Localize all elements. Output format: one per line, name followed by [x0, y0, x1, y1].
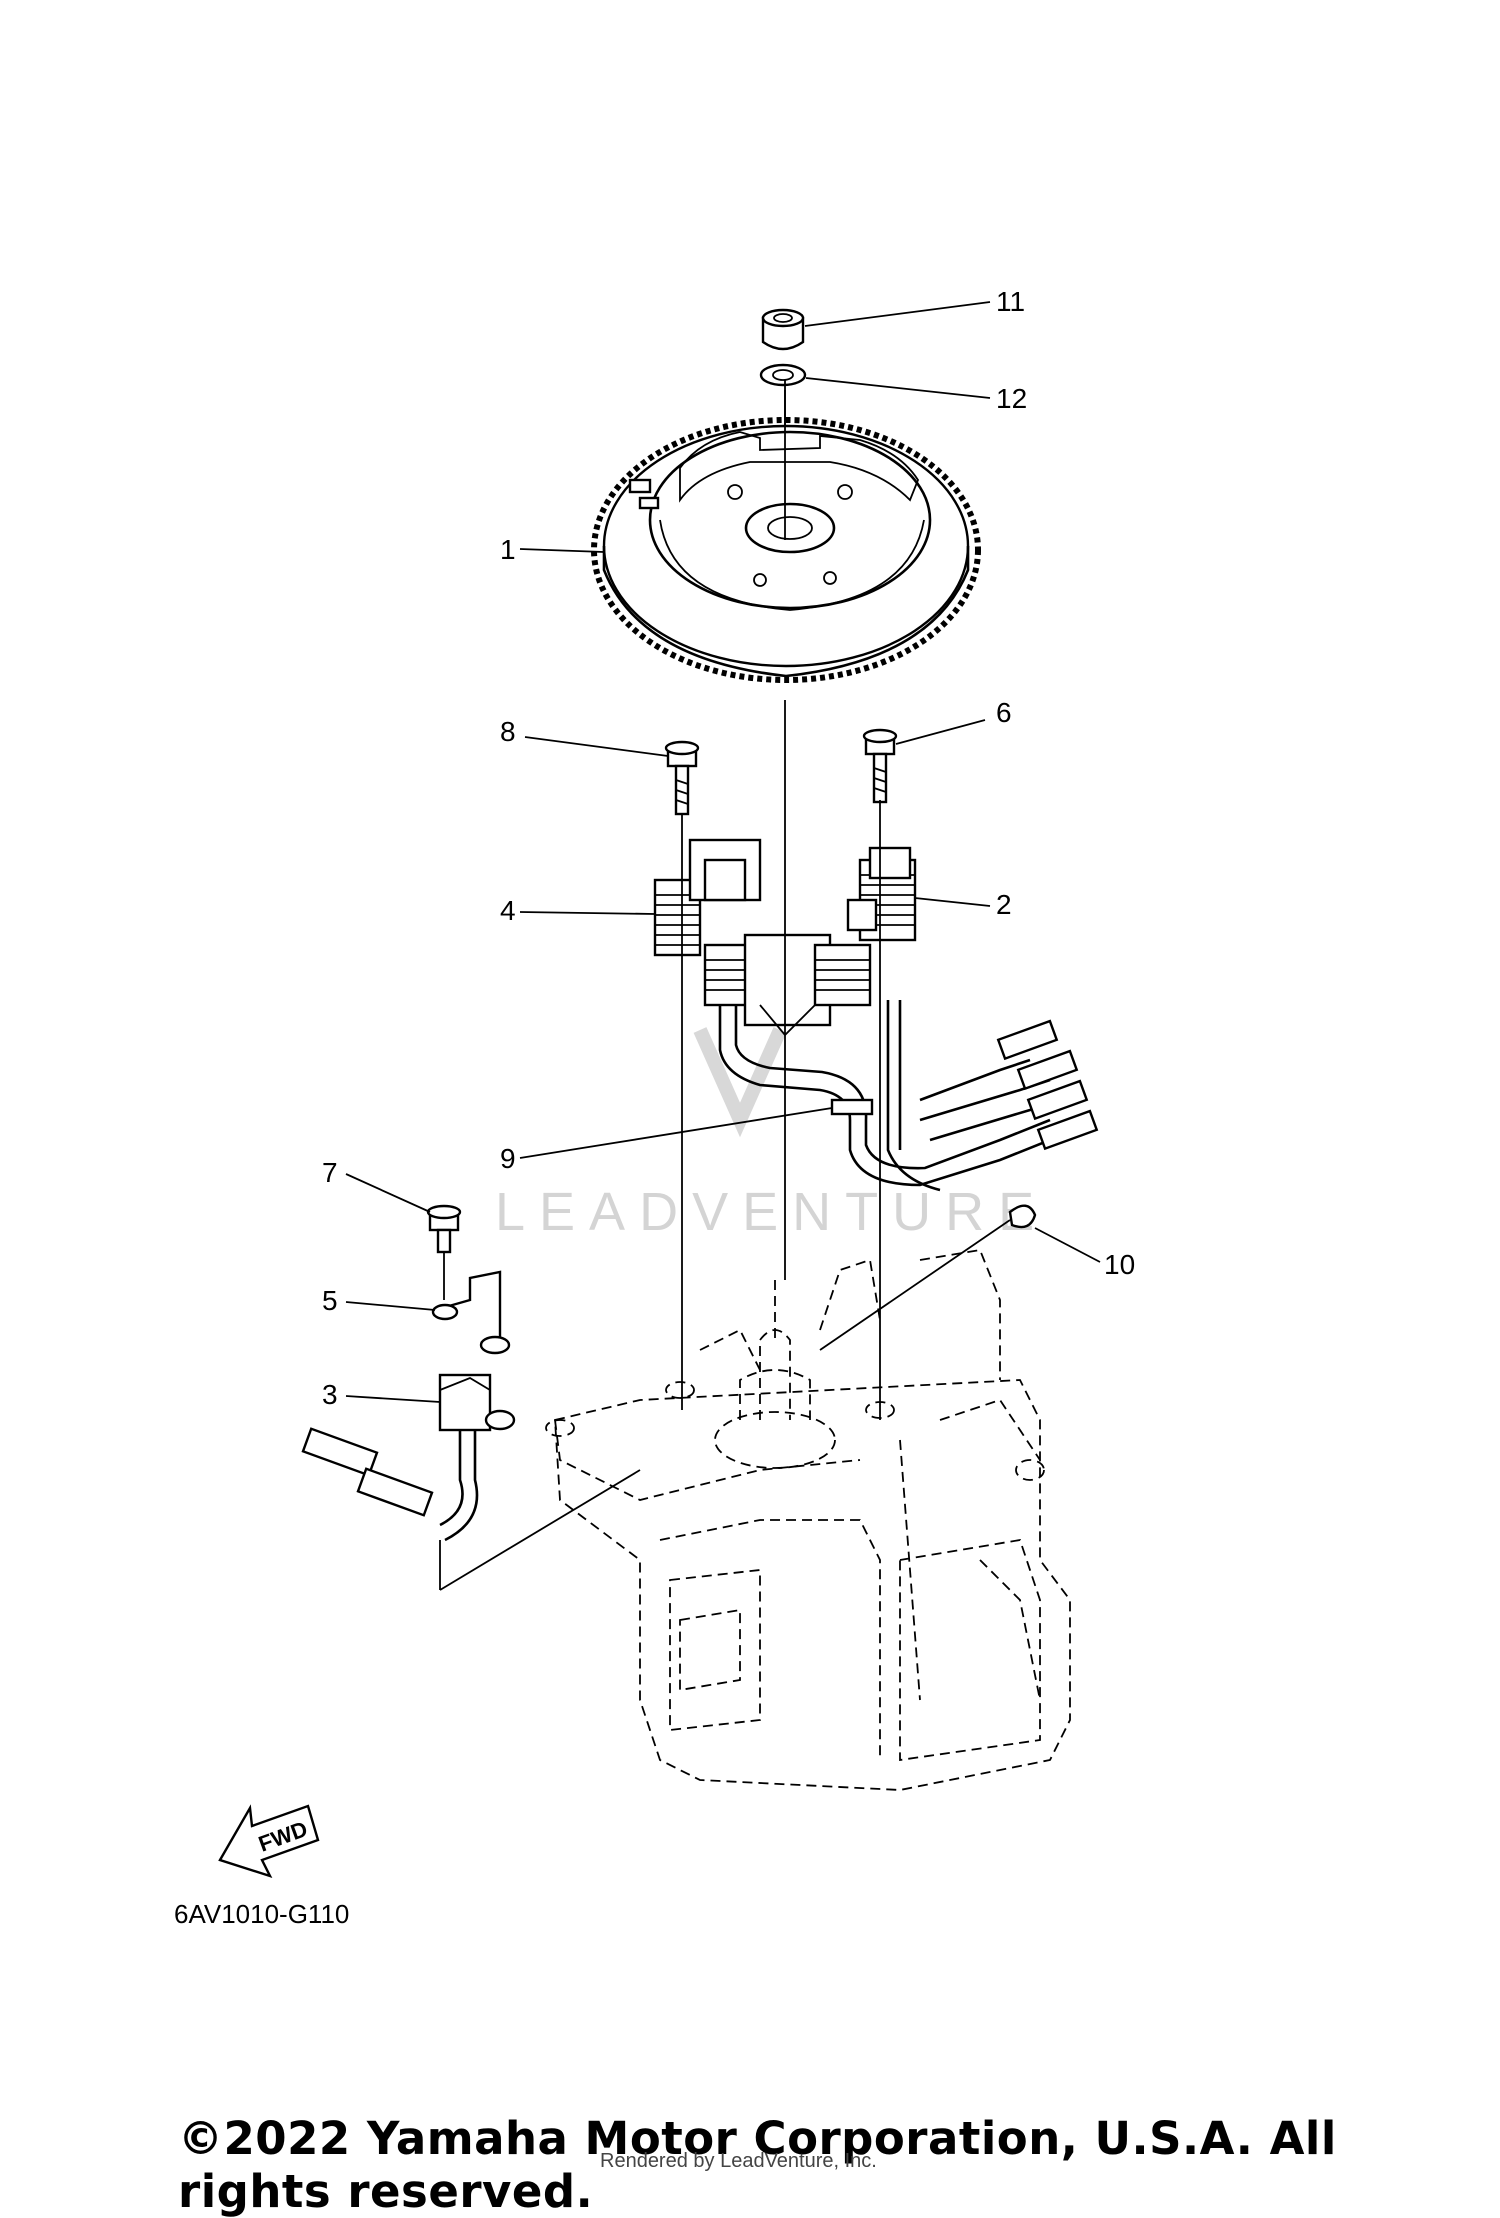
watermark: LEADVENTURE — [495, 1027, 1048, 1242]
callout-9: 9 — [500, 1143, 516, 1174]
fwd-arrow-icon: FWD — [218, 1804, 320, 1879]
flywheel-part-1 — [591, 380, 981, 683]
callout-10: 10 — [1104, 1249, 1135, 1280]
callout-3: 3 — [322, 1379, 338, 1410]
callout-12: 12 — [996, 383, 1027, 414]
rectifier-part-3 — [301, 1373, 516, 1590]
stator-bridge — [703, 933, 872, 1037]
leader-lines — [345, 301, 1101, 1403]
callout-8: 8 — [500, 716, 516, 747]
wire-harness — [718, 1000, 1099, 1192]
bolt-part-6 — [862, 728, 898, 804]
callout-1: 1 — [500, 534, 516, 565]
diagram-code: 6AV1010-G110 — [174, 1899, 350, 1929]
charge-coil-part-2 — [846, 846, 917, 942]
callout-11: 11 — [996, 286, 1025, 317]
crankcase — [545, 1248, 1071, 1791]
callout-2: 2 — [996, 889, 1012, 920]
watermark-text: LEADVENTURE — [495, 1182, 1048, 1242]
bolt-part-7 — [426, 1204, 462, 1254]
callout-6: 6 — [996, 697, 1012, 728]
rendered-by: Rendered by LeadVenture, Inc. — [600, 2150, 877, 2172]
callout-7: 7 — [322, 1157, 338, 1188]
callout-labels: 11 12 1 6 8 4 2 9 10 7 5 3 — [322, 286, 1135, 1410]
pulser-coil-part-4 — [653, 838, 762, 957]
washer-part-12 — [759, 363, 807, 387]
nut-part-11 — [761, 308, 805, 351]
callout-4: 4 — [500, 895, 516, 926]
alignment-lines — [439, 700, 1011, 1591]
bolt-part-8 — [664, 740, 700, 816]
callout-5: 5 — [322, 1285, 338, 1316]
bracket-part-5 — [431, 1270, 511, 1355]
key-part-10 — [1008, 1204, 1037, 1229]
